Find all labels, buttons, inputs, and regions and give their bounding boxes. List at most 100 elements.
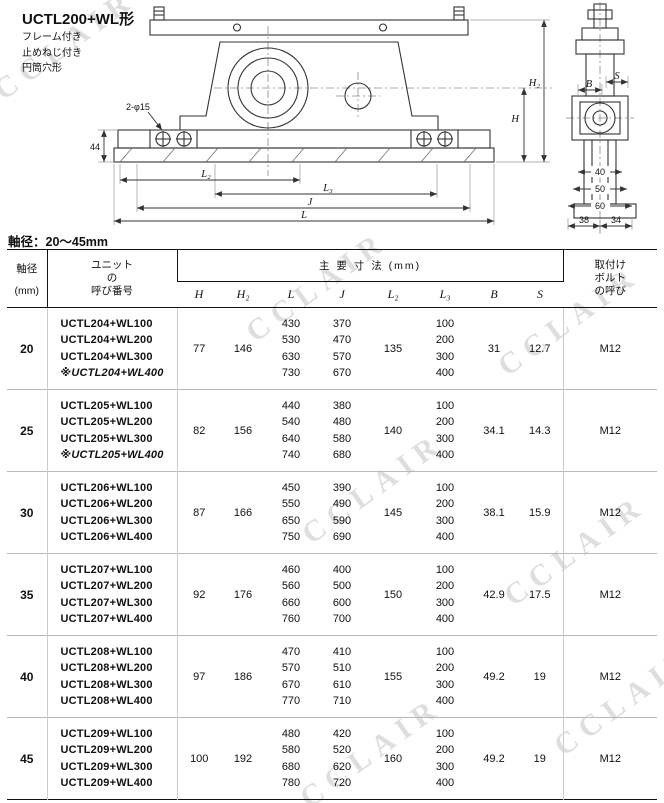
- hole-callout-label: 2-φ15: [126, 102, 150, 112]
- dim-L-values: 450 550 650 750: [265, 471, 317, 554]
- unit-number: UCTL206+WL300: [60, 514, 153, 527]
- dim-L-value: 430: [281, 317, 301, 330]
- shaft-diameter: 45: [7, 717, 48, 800]
- dim-J-value: 500: [332, 580, 352, 592]
- dim-H2-value: 176: [221, 553, 265, 636]
- shaft-diameter: 20: [7, 307, 48, 390]
- unit-number: ※UCTL204+WL400: [60, 367, 164, 379]
- dim-H2-value: 166: [221, 471, 265, 554]
- unit-number: UCTL208+WL400: [60, 695, 153, 707]
- col-header-J: J: [317, 281, 367, 308]
- unit-number: UCTL207+WL200: [60, 580, 153, 592]
- col-header-L2: L₂: [367, 281, 419, 308]
- dim-44-label: 44: [90, 142, 100, 152]
- dim-L2-value: 150: [367, 553, 419, 636]
- header-row-2: H H₂ L J L₂ L₃ B S: [7, 281, 657, 308]
- feature-line: 円筒穴形: [22, 63, 62, 74]
- shaft-diameter: 35: [7, 553, 48, 636]
- dim-B-value: 49.2: [471, 717, 517, 800]
- dim-L3-value: 100: [435, 399, 455, 412]
- unit-numbers-cell: UCTL205+WL100 UCTL205+WL200 UCTL205+WL30…: [47, 389, 178, 472]
- dim-J-value: 610: [332, 678, 352, 691]
- hatching: [119, 147, 477, 163]
- dim-L-value: 580: [281, 744, 301, 756]
- dim-L3-label: L₃: [322, 183, 333, 194]
- col-header-H2: H₂: [221, 281, 265, 308]
- dim-L3-value: 200: [435, 662, 455, 674]
- dim-J-value: 480: [332, 416, 352, 428]
- unit-number: UCTL206+WL100: [60, 481, 153, 494]
- dim-J-values: 410 510 610 710: [317, 635, 367, 718]
- dim-40-label: 40: [595, 167, 605, 177]
- dim-H-value: 92: [177, 553, 221, 636]
- unit-number: UCTL206+WL400: [60, 531, 153, 543]
- centerlines: [214, 2, 634, 236]
- unit-numbers-cell: UCTL206+WL100 UCTL206+WL200 UCTL206+WL30…: [47, 471, 178, 554]
- unit-number: ※UCTL205+WL400: [60, 449, 164, 461]
- dim-L3-value: 300: [435, 760, 455, 773]
- dim-J-value: 380: [332, 399, 352, 412]
- dim-L3-value: 400: [435, 449, 455, 461]
- dim-L-value: 670: [281, 678, 301, 691]
- dim-L3-values: 100 200 300 400: [419, 553, 471, 636]
- col-header-H: H: [177, 281, 221, 308]
- col-header-bolt-line: ボルト: [594, 272, 627, 284]
- dim-L3-values: 100 200 300 400: [419, 389, 471, 472]
- dim-L3-value: 100: [435, 317, 455, 330]
- dim-L-value: 740: [281, 449, 301, 461]
- bolt-size: M12: [563, 717, 658, 800]
- dim-B-value: 49.2: [471, 635, 517, 718]
- col-header-B: B: [471, 281, 517, 308]
- dim-J-values: 380 480 580 680: [317, 389, 367, 472]
- dim-H-value: 100: [177, 717, 221, 800]
- dim-H-value: 97: [177, 635, 221, 718]
- dim-L3-value: 200: [435, 498, 455, 510]
- dim-L-value: 680: [281, 760, 301, 773]
- unit-numbers-cell: UCTL207+WL100 UCTL207+WL200 UCTL207+WL30…: [47, 553, 178, 636]
- dim-J-value: 700: [332, 613, 352, 625]
- dim-L-value: 560: [281, 580, 301, 592]
- dim-J-value: 410: [332, 645, 352, 658]
- dim-L3-values: 100 200 300 400: [419, 471, 471, 554]
- unit-number: UCTL206+WL200: [60, 498, 153, 510]
- dim-L3-value: 100: [435, 727, 455, 740]
- dim-B-value: 42.9: [471, 553, 517, 636]
- dim-L-label: L: [300, 210, 307, 221]
- table-row: 35 UCTL207+WL100 UCTL207+WL200 UCTL207+W…: [7, 553, 658, 636]
- dim-L3-value: 200: [435, 334, 455, 346]
- dim-L3-value: 400: [435, 695, 455, 707]
- dim-H-value: 82: [177, 389, 221, 472]
- dim-L2-value: 145: [367, 471, 419, 554]
- dim-J-value: 470: [332, 334, 352, 346]
- dim-L3-value: 300: [435, 432, 455, 445]
- extension-lines: [98, 19, 633, 230]
- dim-J-value: 510: [332, 662, 352, 674]
- dim-L-value: 770: [281, 695, 301, 707]
- numeric-labels: 2-φ15 44 40 50 60 38 34: [90, 102, 621, 225]
- dim-H-value: 87: [177, 471, 221, 554]
- dim-L3-value: 300: [435, 350, 455, 363]
- dim-L-value: 470: [281, 645, 301, 658]
- unit-number: UCTL209+WL300: [60, 760, 153, 773]
- spec-table-wrap: 軸径 (mm) ユニット の 呼び番号 主 要 寸 法 (mm) 取付け ボルト…: [7, 249, 658, 800]
- dim-J-value: 720: [332, 777, 352, 789]
- bolt-size: M12: [563, 635, 658, 718]
- dim-L-values: 480 580 680 780: [265, 717, 317, 800]
- dim-B-label: B: [586, 79, 593, 90]
- dim-J-value: 690: [332, 531, 352, 543]
- dim-S-label: S: [614, 71, 620, 82]
- dim-J-value: 710: [332, 695, 352, 707]
- unit-number: UCTL209+WL400: [60, 777, 153, 789]
- dim-L-value: 550: [281, 498, 301, 510]
- dim-H-label: H: [510, 114, 520, 125]
- dim-B-value: 34.1: [471, 389, 517, 472]
- unit-number: UCTL204+WL100: [60, 317, 153, 330]
- table-row: 30 UCTL206+WL100 UCTL206+WL200 UCTL206+W…: [7, 471, 658, 554]
- col-header-unit-line: ユニット: [91, 259, 133, 271]
- dim-J-values: 400 500 600 700: [317, 553, 367, 636]
- dim-H2-value: 146: [233, 342, 253, 355]
- feature-line: 止めねじ付き: [22, 47, 82, 59]
- dim-L-value: 650: [281, 514, 301, 527]
- unit-number: UCTL205+WL200: [60, 416, 153, 428]
